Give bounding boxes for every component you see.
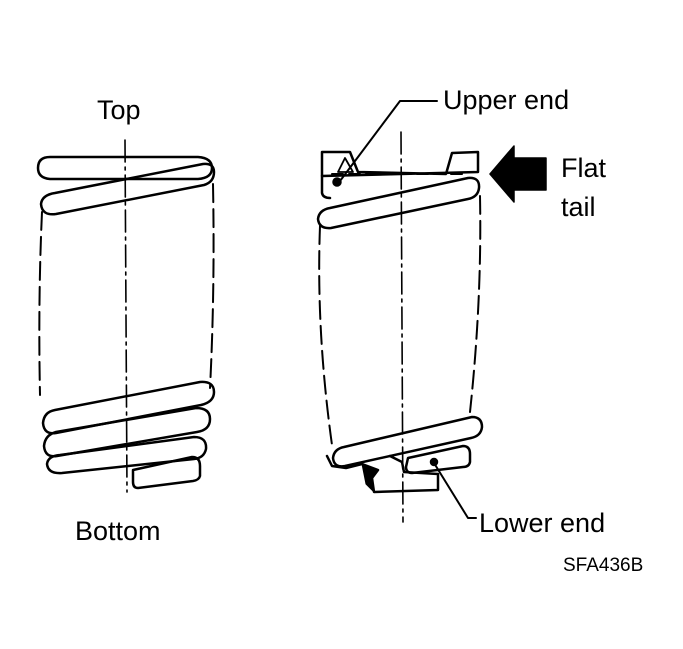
right-outline-left [318, 225, 333, 446]
left-bottom-coil-1 [41, 380, 216, 435]
left-top-coil-2 [39, 162, 216, 216]
label-top: Top [97, 95, 141, 125]
right-center-axis [400, 131, 404, 523]
left-outline-left [38, 211, 43, 396]
right-top-coil [316, 176, 481, 230]
left-bottom-coil-2 [42, 406, 212, 458]
right-outline-right [469, 195, 482, 413]
left-bottom-coil-tail [131, 455, 202, 490]
lower-end-shade [361, 463, 379, 493]
lower-end-block [404, 444, 472, 475]
flat-tail-arrow-icon [489, 145, 547, 203]
upper-seat-lower-edge [320, 174, 332, 200]
right-spring [316, 131, 484, 523]
left-top-coil-1 [36, 155, 214, 181]
label-lower-end: Lower end [479, 508, 606, 538]
lower-flat-end [325, 454, 440, 494]
label-upper-end: Upper end [443, 85, 570, 115]
left-bottom-coil-3 [45, 435, 208, 475]
left-outline-right [209, 183, 215, 389]
lower-end-point [429, 457, 439, 467]
label-bottom: Bottom [75, 516, 161, 546]
upper-end-triangle [337, 157, 354, 173]
left-spring [36, 139, 216, 493]
right-bottom-coil [331, 415, 484, 468]
lower-end-leader [433, 462, 477, 519]
label-tail: tail [561, 192, 596, 222]
figure-code: SFA436B [563, 555, 644, 576]
upper-end-leader [339, 100, 438, 182]
left-center-axis [124, 139, 128, 493]
upper-end-point [332, 177, 342, 187]
label-flat: Flat [561, 153, 607, 183]
